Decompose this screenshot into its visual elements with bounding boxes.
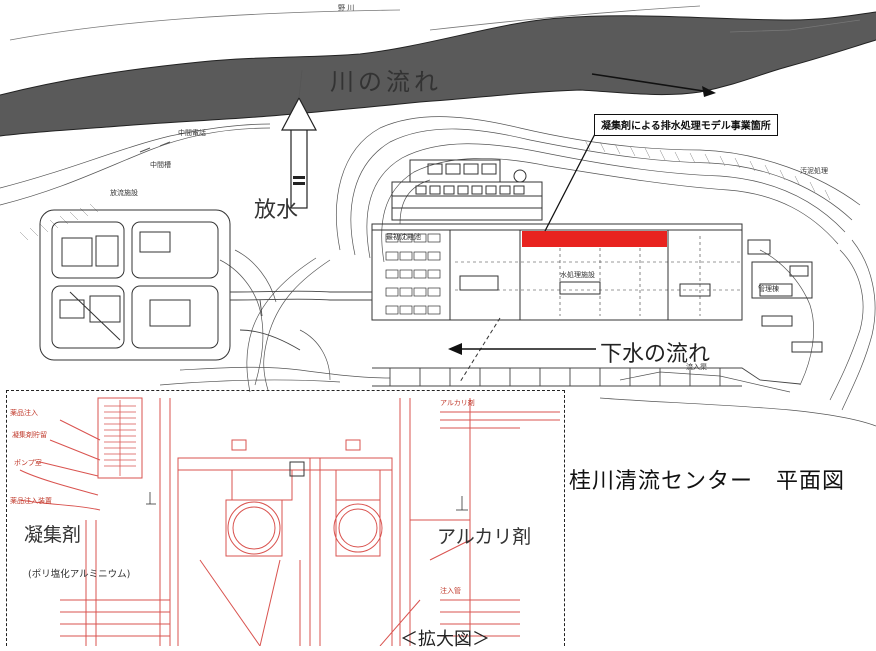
hatched-slope bbox=[19, 139, 831, 241]
enlarged-view-label: ＜拡大図＞ bbox=[400, 629, 490, 650]
map-tag: 水処理施設 bbox=[560, 271, 595, 279]
sewage-flow-label: 下水の流れ bbox=[600, 342, 711, 367]
main-plant bbox=[371, 223, 743, 321]
discharge-arrow bbox=[281, 69, 317, 209]
map-tag: 凝集剤貯留 bbox=[12, 431, 47, 439]
terrain-contours bbox=[0, 116, 876, 427]
map-tag: 中間電話 bbox=[178, 129, 206, 137]
map-tag: 流入渠 bbox=[686, 363, 707, 371]
model-site-callout: 凝集剤による排水処理モデル事業箇所 bbox=[594, 114, 778, 136]
sewage-flow-arrow bbox=[448, 343, 596, 355]
discharge-label: 放水 bbox=[254, 198, 299, 223]
river-band bbox=[0, 5, 876, 137]
map-tag: 薬品注入 bbox=[10, 409, 38, 417]
river-bank-south bbox=[0, 39, 876, 137]
map-tag: 注入管 bbox=[440, 587, 461, 595]
river-fill bbox=[0, 12, 876, 136]
map-tag: アルカリ剤 bbox=[440, 399, 475, 407]
alkali-label: アルカリ剤 bbox=[437, 526, 532, 548]
map-tag: ポンプ室 bbox=[14, 459, 42, 467]
river-flow-arrow bbox=[591, 73, 716, 97]
coagulant-sub-label: (ポリ塩化アルミニウム) bbox=[28, 569, 131, 580]
map-tag: 野 川 bbox=[338, 4, 355, 12]
inset-frame bbox=[6, 390, 565, 646]
river-bank-north bbox=[0, 11, 876, 96]
map-tag: 管理棟 bbox=[758, 285, 779, 293]
access-roads bbox=[229, 290, 801, 387]
map-tag: 放流施設 bbox=[110, 189, 138, 197]
inset-dark-marks bbox=[146, 492, 468, 511]
inset-drawing bbox=[19, 397, 560, 651]
plan-title: 桂川清流センター 平面図 bbox=[569, 469, 846, 494]
map-tag: 中間槽 bbox=[150, 161, 171, 169]
callout-leader bbox=[544, 131, 597, 232]
inset-leader bbox=[459, 317, 501, 383]
right-buildings bbox=[747, 239, 823, 353]
model-site-highlight bbox=[522, 231, 667, 247]
map-tag: 薬品注入装置 bbox=[10, 497, 52, 505]
river-flow-label: 川の流れ bbox=[330, 68, 442, 96]
map-tag: 最初沈殿池 bbox=[386, 233, 421, 241]
north-contour bbox=[9, 5, 701, 41]
map-tag: 汚泥処理 bbox=[800, 167, 828, 175]
upper-building bbox=[391, 159, 543, 221]
coagulant-label: 凝集剤 bbox=[24, 524, 82, 546]
left-facility bbox=[39, 209, 231, 361]
